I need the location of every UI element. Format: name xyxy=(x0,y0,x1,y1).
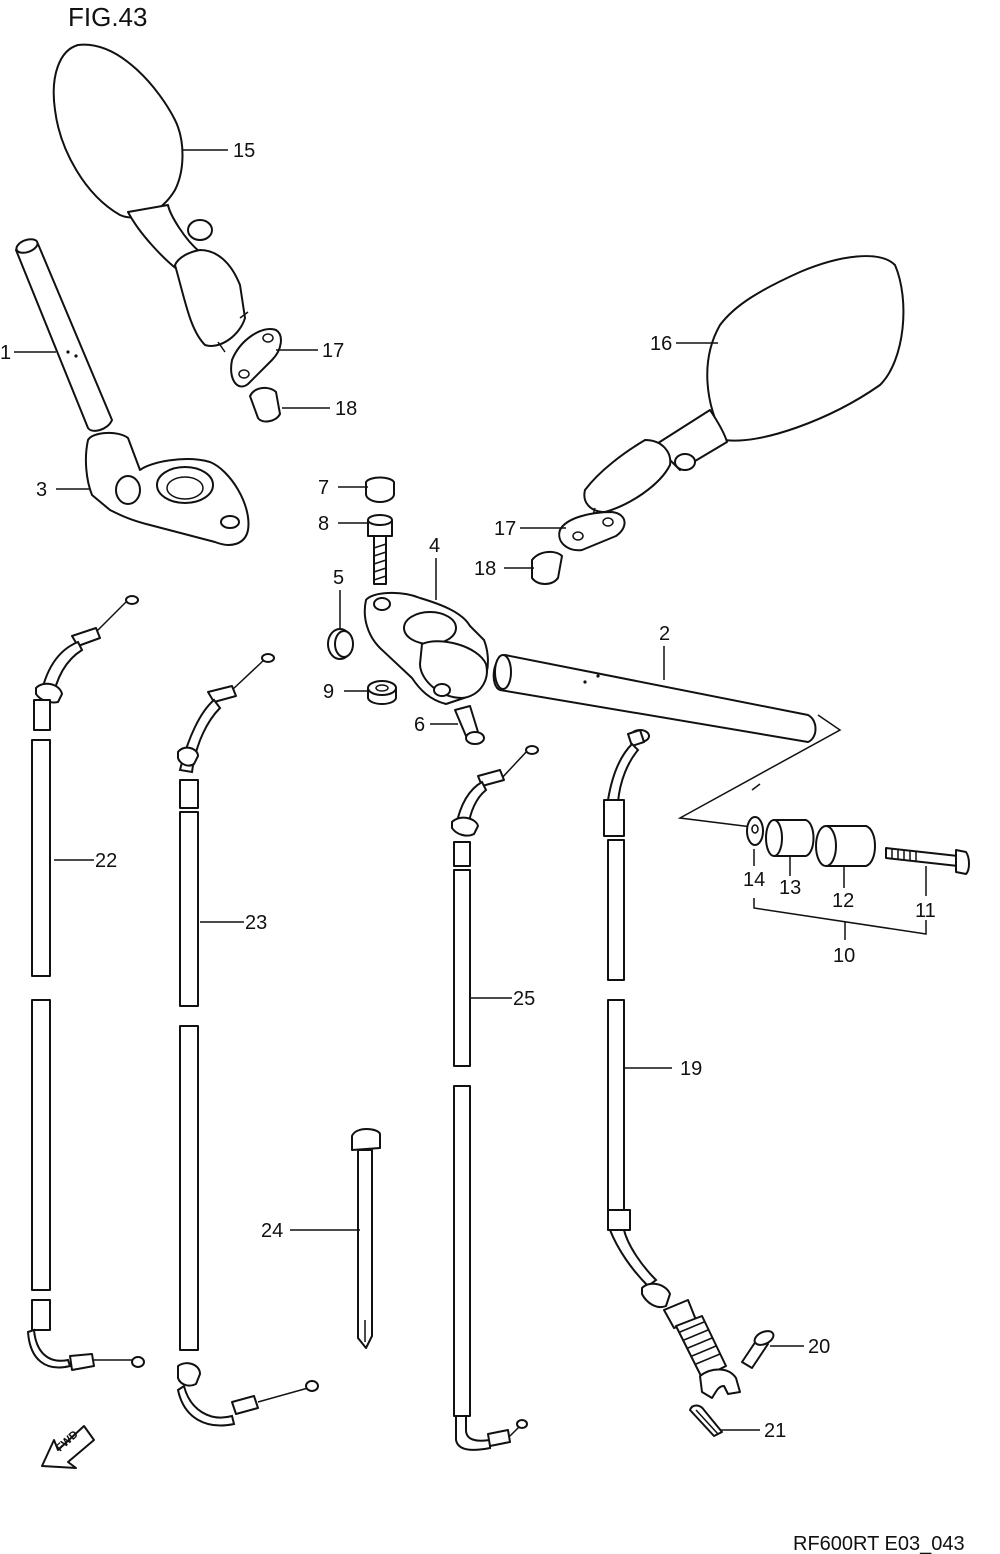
callout-23: 23 xyxy=(245,912,267,934)
nut xyxy=(367,680,397,705)
clamp-right xyxy=(363,592,489,705)
callout-20: 20 xyxy=(808,1336,830,1358)
callout-8: 8 xyxy=(318,513,329,535)
plug-cap xyxy=(327,628,354,660)
mirror-nut-right xyxy=(531,550,563,585)
forward-arrow-icon: FWD xyxy=(41,1425,95,1469)
mirror-base-plate-upper xyxy=(230,328,282,388)
callout-2: 2 xyxy=(659,623,670,645)
callout-6: 6 xyxy=(414,714,425,736)
callout-12: 12 xyxy=(832,890,854,912)
callout-21: 21 xyxy=(764,1420,786,1442)
callout-22: 22 xyxy=(95,850,117,872)
throttle-cable-22 xyxy=(26,595,145,1371)
leader-lines xyxy=(14,149,927,1431)
callout-5: 5 xyxy=(333,567,344,589)
callout-7: 7 xyxy=(318,477,329,499)
mirror-base-plate-right xyxy=(558,511,626,552)
callout-15: 15 xyxy=(233,140,255,162)
screw xyxy=(454,705,485,745)
callout-19: 19 xyxy=(680,1058,702,1080)
callout-9: 9 xyxy=(323,681,334,703)
choke-cable-25 xyxy=(451,745,539,1451)
figure-title: FIG.43 xyxy=(68,2,147,32)
clamp-left xyxy=(84,432,250,546)
callout-3: 3 xyxy=(36,479,47,501)
callout-18-right: 18 xyxy=(474,558,496,580)
handlebar-right xyxy=(492,654,842,829)
cable-tie xyxy=(351,1128,381,1349)
mirror-right xyxy=(583,255,905,519)
callout-10: 10 xyxy=(833,945,855,967)
bar-end-spacer xyxy=(765,819,815,857)
callout-18-upper: 18 xyxy=(335,398,357,420)
cap xyxy=(365,476,395,503)
throttle-cable-23 xyxy=(176,653,319,1427)
callout-1: 1 xyxy=(0,342,11,364)
callout-24: 24 xyxy=(261,1220,283,1242)
callout-16: 16 xyxy=(650,333,672,355)
mirror-left xyxy=(52,43,249,353)
bar-end-weight xyxy=(815,825,876,867)
bar-end-bolt xyxy=(885,847,970,875)
bolt xyxy=(367,514,393,585)
callout-17-upper: 17 xyxy=(322,340,344,362)
callout-14: 14 xyxy=(743,869,765,891)
callout-25: 25 xyxy=(513,988,535,1010)
callout-13: 13 xyxy=(779,877,801,899)
figure-code: RF600RT E03_043 xyxy=(793,1533,965,1554)
cotter-pin xyxy=(689,1404,723,1437)
callout-4: 4 xyxy=(429,535,440,557)
clevis-pin xyxy=(741,1330,775,1369)
callout-17-right: 17 xyxy=(494,518,516,540)
mirror-nut-upper xyxy=(249,386,281,423)
callout-11: 11 xyxy=(915,900,936,922)
callouts: 15 1 17 18 3 16 7 8 4 17 18 5 2 9 6 22 2… xyxy=(0,140,936,1442)
clutch-cable-19 xyxy=(603,729,741,1399)
handlebar-left xyxy=(15,238,113,432)
bar-end-washer xyxy=(746,816,764,846)
